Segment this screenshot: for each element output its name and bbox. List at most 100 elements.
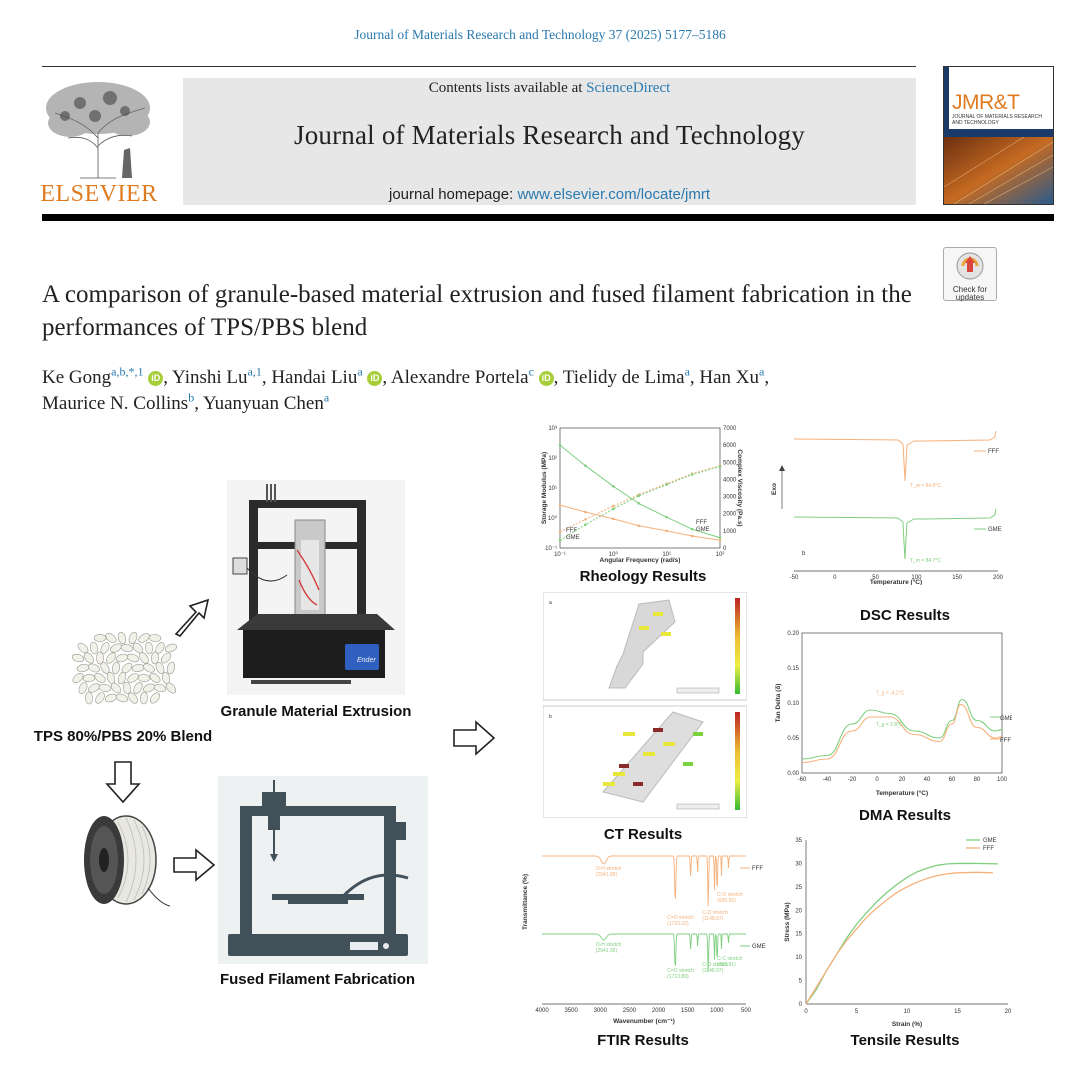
ftir-x-label: Wavenumber (cm⁻¹) xyxy=(613,1018,675,1025)
orcid-icon[interactable]: iD xyxy=(538,371,554,387)
dsc-legend-label: FFF xyxy=(988,449,999,455)
homepage-link[interactable]: www.elsevier.com/locate/jmrt xyxy=(517,186,710,203)
rheology-point xyxy=(612,504,615,508)
rheology-y2-tick: 3000 xyxy=(723,495,737,501)
granule xyxy=(110,643,122,653)
ftir-annotation-gme: O-H stretch(2941.36) xyxy=(596,942,622,954)
dsc-x-tick: 50 xyxy=(872,575,879,581)
author-affiliation[interactable]: a xyxy=(759,364,765,379)
rheology-x-tick: 10⁻¹ xyxy=(554,552,566,558)
author-name[interactable]: Yuanyuan Chen xyxy=(202,393,324,414)
header-rule xyxy=(42,66,916,67)
granule xyxy=(128,692,138,704)
granule xyxy=(96,651,104,665)
arrow-up-right-icon xyxy=(174,598,210,638)
rheology-point xyxy=(718,536,722,540)
granule xyxy=(128,631,138,645)
orcid-icon[interactable]: iD xyxy=(367,371,383,387)
rheology-y2-label: Complex Viscosity (Pa.s) xyxy=(736,449,743,526)
ct-panel-b-label: b xyxy=(549,714,552,720)
ftir-x-tick: 2500 xyxy=(623,1008,637,1014)
granule xyxy=(110,682,122,694)
ftir-x-tick: 3000 xyxy=(594,1008,608,1014)
article-title: A comparison of granule-based material e… xyxy=(42,281,912,341)
granule xyxy=(115,653,129,663)
dma-legend-label: GME xyxy=(1000,716,1012,722)
dma-y-label: Tan Delta (δ) xyxy=(775,684,782,723)
granule xyxy=(131,664,145,672)
cover-logo: JMR&T xyxy=(952,91,1020,114)
dma-series-line xyxy=(801,698,1003,760)
tensile-legend-label: GME xyxy=(983,838,997,844)
author-name[interactable]: Yinshi Lu xyxy=(172,367,248,388)
journal-cover[interactable]: JMR&T JOURNAL OF MATERIALS RESEARCH AND … xyxy=(943,66,1054,205)
contents-prefix: Contents lists available at xyxy=(428,80,587,96)
granule xyxy=(88,683,100,693)
ftir-x-tick: 1500 xyxy=(681,1008,695,1014)
sciencedirect-link[interactable]: ScienceDirect xyxy=(586,80,671,96)
author-name[interactable]: Tielidy de Lima xyxy=(562,367,685,388)
filament-spool-image xyxy=(84,815,170,907)
author-name[interactable]: Maurice N. Collins xyxy=(42,393,189,414)
ct-panel-a-label: a xyxy=(549,600,552,606)
author-affiliation[interactable]: a xyxy=(323,390,330,405)
arrow-right-small-icon xyxy=(173,848,216,882)
granule xyxy=(115,693,129,703)
dsc-y-label: Exo xyxy=(771,483,778,495)
rheology-y-tick: 10⁰ xyxy=(548,515,558,522)
dsc-x-tick: -50 xyxy=(790,575,799,581)
rheology-point xyxy=(558,443,562,447)
arrow-down-icon xyxy=(105,761,141,804)
elsevier-wordmark: ELSEVIER xyxy=(40,181,158,207)
ftir-x-tick: 500 xyxy=(741,1008,752,1014)
author-affiliation[interactable]: b xyxy=(188,390,195,405)
dsc-x-tick: 150 xyxy=(952,575,963,581)
granule xyxy=(123,681,131,695)
author-affiliation[interactable]: a,b,*,1 xyxy=(111,364,144,379)
ftir-series-line xyxy=(542,933,746,972)
rheology-point xyxy=(665,483,668,486)
dma-x-tick: 80 xyxy=(974,777,981,783)
tensile-legend-label: FFF xyxy=(983,846,994,852)
tensile-y-tick: 15 xyxy=(795,932,802,938)
granule xyxy=(117,671,127,685)
author-affiliation[interactable]: a xyxy=(357,364,363,379)
rheology-plot-frame xyxy=(559,427,721,549)
rheology-point xyxy=(637,502,641,505)
author-affiliation[interactable]: a,1 xyxy=(247,364,262,379)
tensile-series-line xyxy=(805,862,998,1005)
granule xyxy=(104,693,118,703)
author-name[interactable]: Ke Gong xyxy=(42,367,112,388)
journal-citation[interactable]: Journal of Materials Research and Techno… xyxy=(354,27,726,42)
granule xyxy=(164,643,178,653)
dsc-x-tick: 200 xyxy=(993,575,1004,581)
granule xyxy=(105,633,117,643)
ftir-annotation-gme: C=O stretch(1713.89) xyxy=(667,968,694,980)
rheology-point xyxy=(690,534,694,538)
granule xyxy=(126,653,140,663)
check-for-updates-badge[interactable]: Check for updates xyxy=(943,247,997,302)
dsc-annotation: T_m = 84.7°C xyxy=(910,558,941,564)
dsc-x-tick: 0 xyxy=(833,575,837,581)
orcid-icon[interactable]: iD xyxy=(148,371,164,387)
granule xyxy=(149,672,161,684)
ftir-x-tick: 1000 xyxy=(710,1008,724,1014)
author-name[interactable]: Handai Liu xyxy=(271,367,358,388)
rheology-caption: Rheology Results xyxy=(579,568,707,585)
granule xyxy=(137,674,151,682)
tensile-x-tick: 0 xyxy=(804,1009,808,1015)
rheology-y-tick: 10² xyxy=(548,456,557,462)
dma-x-tick: -40 xyxy=(823,777,832,783)
granule xyxy=(78,682,88,694)
homepage-line: journal homepage: www.elsevier.com/locat… xyxy=(183,186,916,203)
author-name[interactable]: Alexandre Portela xyxy=(390,367,529,388)
gme-printer-photo: Ender xyxy=(227,480,405,695)
author-affiliation[interactable]: a xyxy=(684,364,690,379)
author-name[interactable]: Han Xu xyxy=(699,367,760,388)
ftir-annotation-fff: C-O stretch(1148.97) xyxy=(702,910,728,922)
granule xyxy=(148,634,162,642)
rheology-point xyxy=(558,503,562,507)
granule xyxy=(145,641,153,655)
author-affiliation[interactable]: c xyxy=(528,364,534,379)
